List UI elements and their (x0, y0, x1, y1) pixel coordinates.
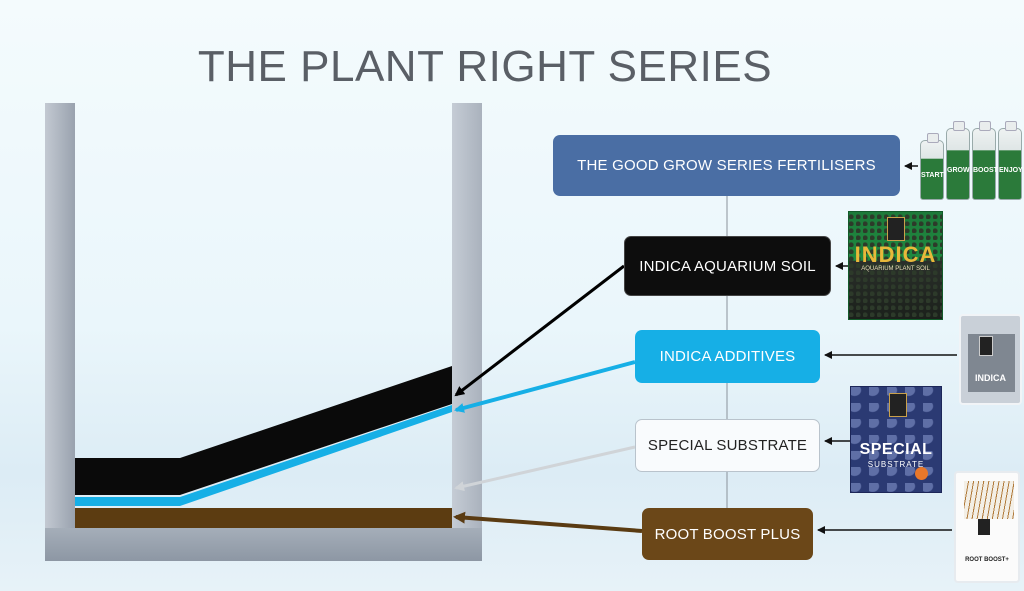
bottle-enjoy: ENJOY (998, 121, 1023, 200)
badge-dot-icon (915, 467, 928, 480)
bottle-start: START (920, 133, 944, 200)
special-substrate-bag-image: SPECIAL SUBSTRATE (850, 386, 942, 493)
tank-left-wall (45, 103, 75, 560)
tank-base (45, 528, 482, 561)
layer-root-boost (75, 508, 452, 528)
roots-illustration-icon (964, 481, 1014, 519)
special-bag-label: SPECIAL (859, 441, 933, 458)
additives-pack-label: INDICA (975, 373, 1006, 383)
good-grow-bottles-image: START GROW BOOST ENJOY (918, 118, 1024, 200)
layer-indica-soil (75, 366, 452, 495)
indica-additives-box: INDICA ADDITIVES (635, 330, 820, 383)
indica-additives-pack-image: INDICA (959, 314, 1022, 405)
bottle-boost: BOOST (972, 121, 998, 200)
special-substrate-box: SPECIAL SUBSTRATE (635, 419, 820, 472)
tank-right-wall (452, 103, 482, 560)
root-boost-pack-image: ROOT BOOST+ (954, 471, 1020, 583)
indica-bag-sublabel: AQUARIUM PLANT SOIL (861, 266, 930, 272)
special-bag-sublabel: SUBSTRATE (867, 460, 925, 469)
plant-right-logo-icon (978, 519, 990, 535)
plant-right-logo-icon (979, 336, 993, 356)
arrow-soil (454, 264, 625, 397)
indica-soil-bag-image: INDICA AQUARIUM PLANT SOIL (848, 211, 943, 320)
page-title: THE PLANT RIGHT SERIES (197, 42, 773, 91)
good-grow-box: THE GOOD GROW SERIES FERTILISERS (553, 135, 900, 196)
bottle-grow: GROW (946, 121, 970, 200)
arrow-additives (454, 360, 636, 413)
root-boost-box: ROOT BOOST PLUS (642, 508, 813, 560)
indica-soil-box: INDICA AQUARIUM SOIL (624, 236, 831, 296)
plant-right-logo-icon (887, 217, 905, 241)
indica-bag-label: INDICA (854, 242, 937, 267)
plant-right-logo-icon (889, 393, 907, 417)
root-pack-label: ROOT BOOST+ (965, 557, 1009, 563)
arrow-substrate (454, 445, 636, 492)
arrow-root (453, 511, 643, 533)
